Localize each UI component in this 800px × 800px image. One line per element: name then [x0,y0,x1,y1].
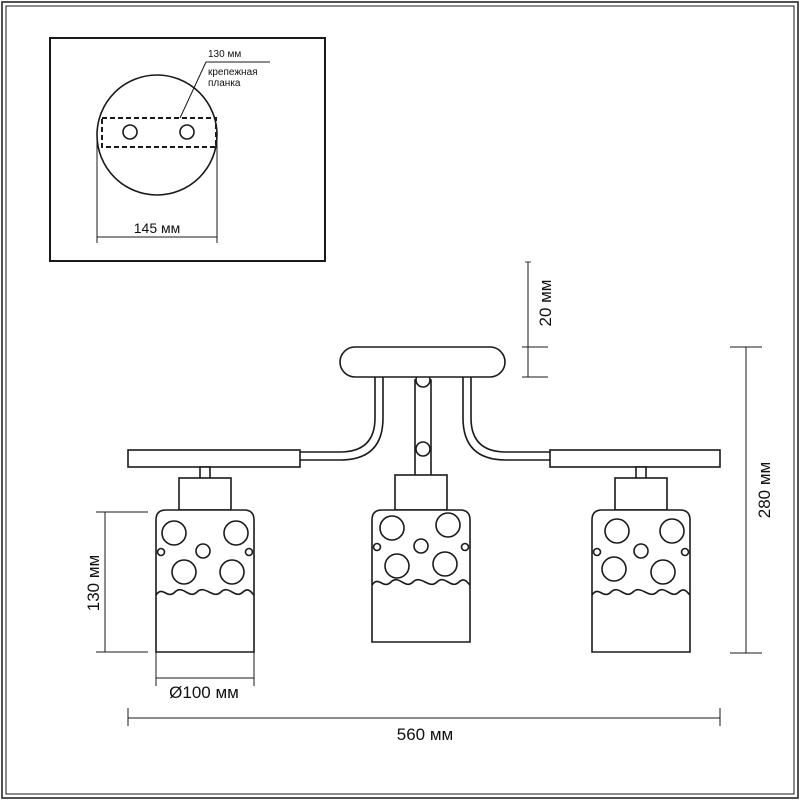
dim-total-width: 560 мм [127,708,721,744]
total-width-label: 560 мм [397,725,453,744]
shade-hole [384,553,410,579]
shade-hole-tiny [460,542,470,552]
shade-diameter-label: Ø100 мм [169,683,239,702]
total-height-label: 280 мм [755,462,774,518]
lamp-socket [178,477,232,511]
strip-leader-line [179,61,207,119]
arm-left-inner [300,373,376,453]
page-frame-inner [5,5,795,795]
arm-left [300,373,384,461]
lamp-shade [591,509,691,653]
dim-shade-diameter: Ø100 мм [155,652,255,702]
dim-total-height: 280 мм [730,346,774,654]
strip-label-line2: планка [208,78,241,89]
canopy-diameter-label: 145 мм [134,220,181,236]
canopy-circle [96,74,218,196]
inset-frame [49,37,326,262]
shade-hole-small [195,543,211,559]
arm-bar-left [127,449,301,468]
dim-shade-height: 130 мм [84,511,148,653]
shade-hole [435,512,461,538]
shade-hole [171,559,197,585]
mounting-strip [101,117,217,148]
lamp-center [371,474,471,643]
lamp-right [591,466,691,653]
shade-hole-tiny [244,547,254,557]
shade-hole-small [413,538,429,554]
dim-canopy-height: 20 мм [522,261,555,378]
shade-hole [379,515,405,541]
shade-hole [219,559,245,585]
lamp-shade [155,509,255,653]
shade-hole-tiny [680,547,690,557]
mounting-hole-right [179,124,195,140]
strip-length-label: 130 мм [208,49,241,60]
lamp-left [155,466,255,653]
shade-hole [604,518,630,544]
shade-hole-small [633,543,649,559]
shade-hole-tiny [156,547,166,557]
shade-pattern-edge [371,578,471,586]
fixture-body [127,346,721,477]
shade-hole [659,518,685,544]
canopy-plate [339,346,506,378]
shade-pattern-edge [155,588,255,596]
shade-hole-tiny [592,547,602,557]
shade-hole-tiny [372,542,382,552]
shade-hole [223,520,249,546]
canopy-height-label: 20 мм [536,279,555,326]
mounting-inset: 130 мм крепежная планка 145 мм [49,37,326,262]
shade-height-label: 130 мм [84,555,103,611]
arm-right [462,373,550,461]
center-stem [414,379,432,477]
shade-hole [650,559,676,585]
shade-hole [432,551,458,577]
center-knob-mid [415,441,431,457]
lamp-socket [394,474,448,511]
lamp-socket [614,477,668,511]
shade-hole [161,520,187,546]
shade-pattern-edge [591,588,691,596]
lamp-shade [371,509,471,643]
mounting-hole-left [122,124,138,140]
shade-hole [601,556,627,582]
arm-right-inner [470,373,550,453]
strip-label-line1: крепежная [208,67,258,78]
arm-bar-right [549,449,721,468]
